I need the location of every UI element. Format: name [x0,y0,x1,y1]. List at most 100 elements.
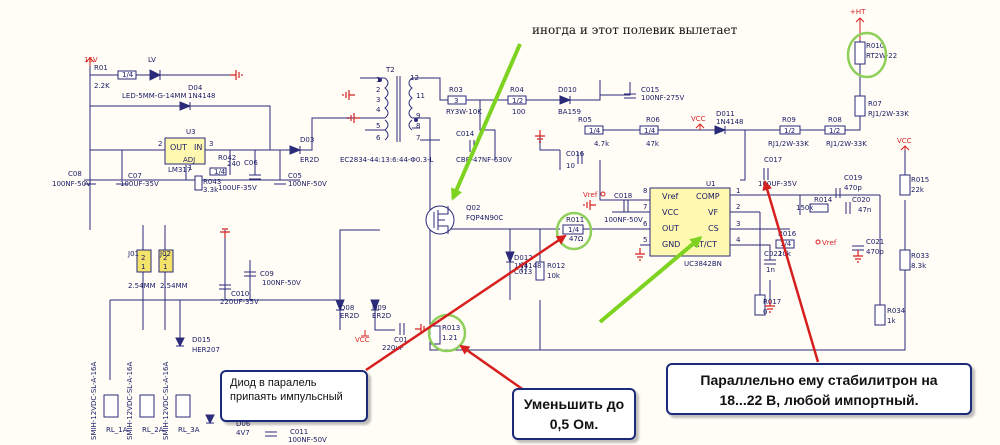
label-vcc-2: VCC [897,137,912,145]
r042-marking: 1/4 [214,168,226,176]
q02-value: FQP4N90C [466,214,503,222]
green-arrow-controller [598,236,703,324]
d010-label: D010 [558,86,577,94]
r013-value: 1.21 [442,334,458,342]
highlight-ring-r010 [846,31,888,79]
r043-label: R043 [203,178,221,186]
rl3-part: SMIH-12VDC-SL-A-16A [162,362,170,440]
led-part: LED-5MM-G-14MM [122,92,187,100]
r011-marking: 1/4 [568,226,580,234]
c014-label: C014 [456,130,475,138]
c018-label: C018 [614,192,632,200]
r042-value: 240 [227,160,240,168]
u1-pin2: 2 [736,203,740,211]
r08-marking: 1/2 [829,127,840,135]
j01-value: 2.54MM [128,282,156,290]
ground-icon [220,70,863,334]
r042-label: R042 [218,154,236,162]
rl1-label: RL_1A [106,426,128,434]
t2-pin3: 3 [376,96,380,104]
label-vcc-3: VCC [355,336,370,344]
c09-label: C09 [260,270,274,278]
r04-marking: 1/2 [512,97,523,105]
u1-comp: COMP [696,192,720,201]
d03-value: ER2D [300,156,319,164]
component-symbols [84,41,911,437]
r014-label: R014 [814,196,833,204]
d015-label: D015 [192,336,211,344]
r06-value: 47k [646,140,660,148]
rl1-part: SMIH-12VDC-SL-A-16A [90,362,98,440]
r06-label: R06 [646,116,660,124]
d012-label: D012 [514,254,533,262]
j02-pin2: 2 [163,254,167,262]
r033-value: 8.3k [911,262,927,270]
r07-value: RJ1/2W-33K [868,110,909,118]
u1-label: U1 [706,180,716,188]
r03-label: R03 [449,86,463,94]
c01-value: 220uF [382,344,404,352]
u1-pin4: 4 [736,236,741,244]
q02-label: Q02 [466,204,480,212]
green-arrow-mosfet [451,43,522,201]
c010-value: 220UF-35V [220,298,259,306]
c020-label: C020 [852,196,870,204]
t2-pin4: 4 [376,106,381,114]
t2-pin2: 2 [376,86,380,94]
u3-part: LM317 [168,166,191,174]
r04-label: R04 [510,86,524,94]
c019-value: 470p [844,184,862,192]
t2-part: EC2834-44:13:6:44-Φ0.3-L [340,156,434,164]
u3-pin3: 3 [209,140,213,148]
c07-value: 100UF-35V [120,180,159,188]
note-diode-callout: Диод в паралель припаять импульсный [220,370,368,422]
c010-label: C010 [231,290,249,298]
t2-pin12: 12 [410,74,419,82]
c01-label: C01 [394,336,408,344]
d04-label: D04 [188,84,203,92]
note-resistor-line2: 0,5 Ом. [549,416,599,432]
label-vref: Vref [583,191,598,199]
r014-value: 150k [796,204,814,212]
t2-label: T2 [385,66,395,74]
c08-label: C08 [68,170,82,178]
r03-marking: 3 [454,97,458,105]
c05-value: 100NF-50V [288,180,327,188]
r017-value: 0 [763,308,767,316]
note-zener-callout: Параллельно ему стабилитрон на 18...22 В… [666,363,972,415]
c08-value: 100NF-50V [52,180,91,188]
r07-label: R07 [868,100,882,108]
d015-value: HER207 [192,346,220,354]
u1-pin1: 1 [736,187,740,195]
d08-value: ER2D [340,312,359,320]
d09-label: D09 [372,304,386,312]
d011-label: D011 [716,110,735,118]
note-resistor-line1: Уменьшить до [523,396,625,412]
c017-value: 100UF-35V [758,180,797,188]
t2-pin11: 11 [416,92,425,100]
t2-pin1: 1 [376,76,380,84]
r043-value: 3.3k [203,186,219,194]
d03-label: D03 [300,136,314,144]
c06-label: C06 [244,159,258,167]
c021-value: 470p [866,248,884,256]
c09-value: 100NF-50V [262,279,301,287]
r010-value: RT2W-22 [866,52,897,60]
c014-value: CBB-47NF-630V [456,156,512,164]
r015-label: R015 [911,176,929,184]
u1-vf: VF [708,208,718,217]
c018-value: 100NF-50V [604,216,643,224]
u3-adj: ADJ [183,156,195,164]
red-arrow-resistor [459,344,529,395]
power-arrow-icon [85,17,910,337]
r017-label: R017 [763,298,781,306]
c015-value: 100NF-275V [641,94,685,102]
r05-label: R05 [578,116,592,124]
r03-value: RY3W-10K [446,108,482,116]
j02-value: 2.54MM [160,282,188,290]
note-zener-line1: Параллельно ему стабилитрон на [700,372,938,388]
t2-pin5: 5 [376,122,380,130]
r016-label: R016 [778,230,797,238]
